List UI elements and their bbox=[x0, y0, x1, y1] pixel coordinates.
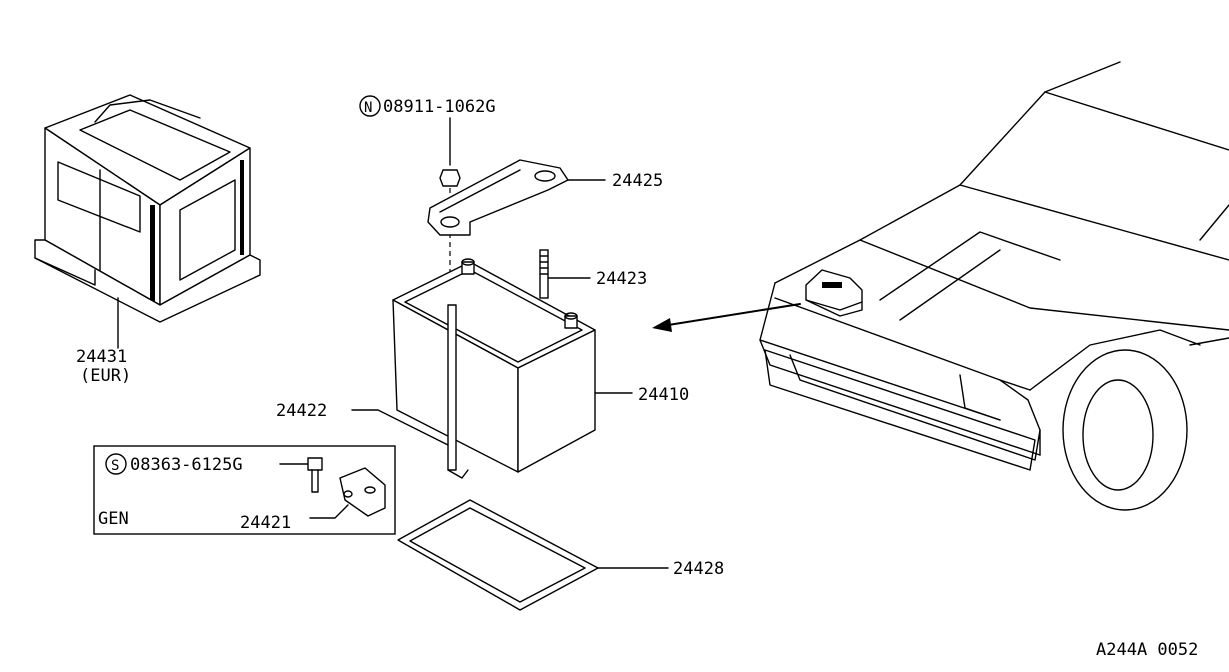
nut-part-number: 08911-1062G bbox=[383, 97, 496, 117]
diagram-id: A244A 0052 bbox=[1096, 640, 1198, 660]
clamp-part-number: 24425 bbox=[612, 171, 663, 191]
battery-cover-illustration bbox=[34, 94, 261, 349]
vehicle-illustration bbox=[759, 61, 1229, 511]
hook-rod-leader bbox=[351, 409, 449, 446]
screw-symbol: S bbox=[111, 458, 119, 474]
cover-region-note: (EUR) bbox=[80, 366, 131, 386]
battery-illustration bbox=[392, 258, 633, 479]
cover-part-number: 24431 bbox=[76, 347, 127, 367]
tray-illustration bbox=[397, 499, 669, 611]
hook-rod-part-number: 24422 bbox=[276, 401, 327, 421]
bolt-illustration bbox=[539, 249, 591, 299]
clamp-illustration bbox=[427, 159, 606, 236]
gen-label: GEN bbox=[98, 509, 129, 529]
bracket-part-number: 24421 bbox=[240, 513, 291, 533]
gen-box: S 08363-6125G GEN 24421 bbox=[93, 445, 396, 535]
bolt-part-number: 24423 bbox=[596, 269, 647, 289]
nut-symbol: N bbox=[364, 100, 372, 116]
tray-part-number: 24428 bbox=[673, 559, 724, 579]
screw-part-number: 08363-6125G bbox=[130, 455, 243, 475]
battery-part-number: 24410 bbox=[638, 385, 689, 405]
location-arrow bbox=[652, 303, 801, 332]
